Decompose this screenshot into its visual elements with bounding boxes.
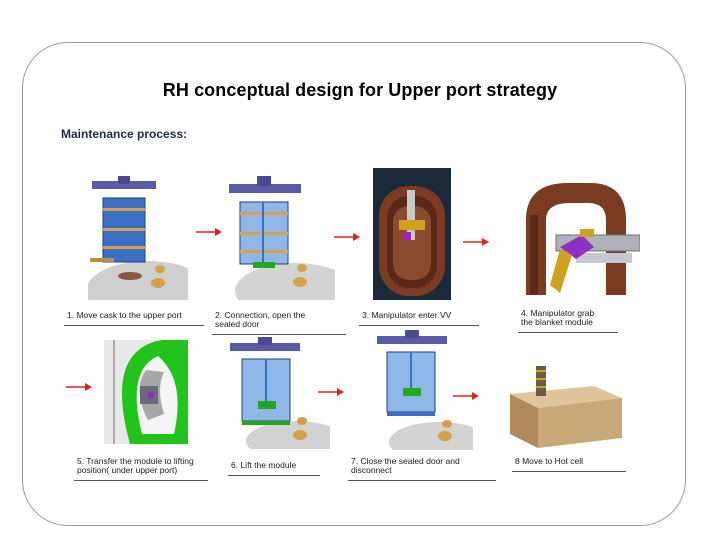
arrow-3-to-4 (463, 238, 489, 246)
arrow-5-entry (66, 383, 92, 391)
step-7-image (373, 330, 473, 450)
slide-frame (22, 42, 686, 526)
step-3-image (373, 168, 451, 300)
step-1-caption: 1. Move cask to the upper port (64, 309, 204, 326)
step-2-image (225, 176, 335, 300)
step-8-caption: 8 Move to Hot cell (512, 455, 626, 472)
step-6-image (228, 337, 330, 449)
arrow-6-to-7 (318, 388, 344, 396)
step-3-caption: 3. Manipulator enter VV (359, 309, 479, 326)
maintenance-process-heading: Maintenance process: (61, 127, 188, 141)
step-6-caption: 6. Lift the module (228, 459, 320, 476)
step-1-image (88, 176, 188, 300)
slide-title: RH conceptual design for Upper port stra… (162, 80, 558, 100)
step-8-image (506, 362, 626, 450)
step-5-caption: 5. Transfer the module to lifting positi… (74, 455, 208, 481)
step-4-caption: 4. Manipulator grab the blanket module (518, 307, 618, 333)
step-7-caption: 7. Close the sealed door and disconnect (348, 455, 496, 481)
arrow-1-to-2 (196, 228, 222, 236)
arrow-7-to-8 (453, 392, 479, 400)
step-2-caption: 2. Connection, open the sealed door (212, 309, 346, 335)
arrow-2-to-3 (334, 233, 360, 241)
step-5-image (104, 340, 188, 444)
step-4-image (516, 175, 640, 299)
